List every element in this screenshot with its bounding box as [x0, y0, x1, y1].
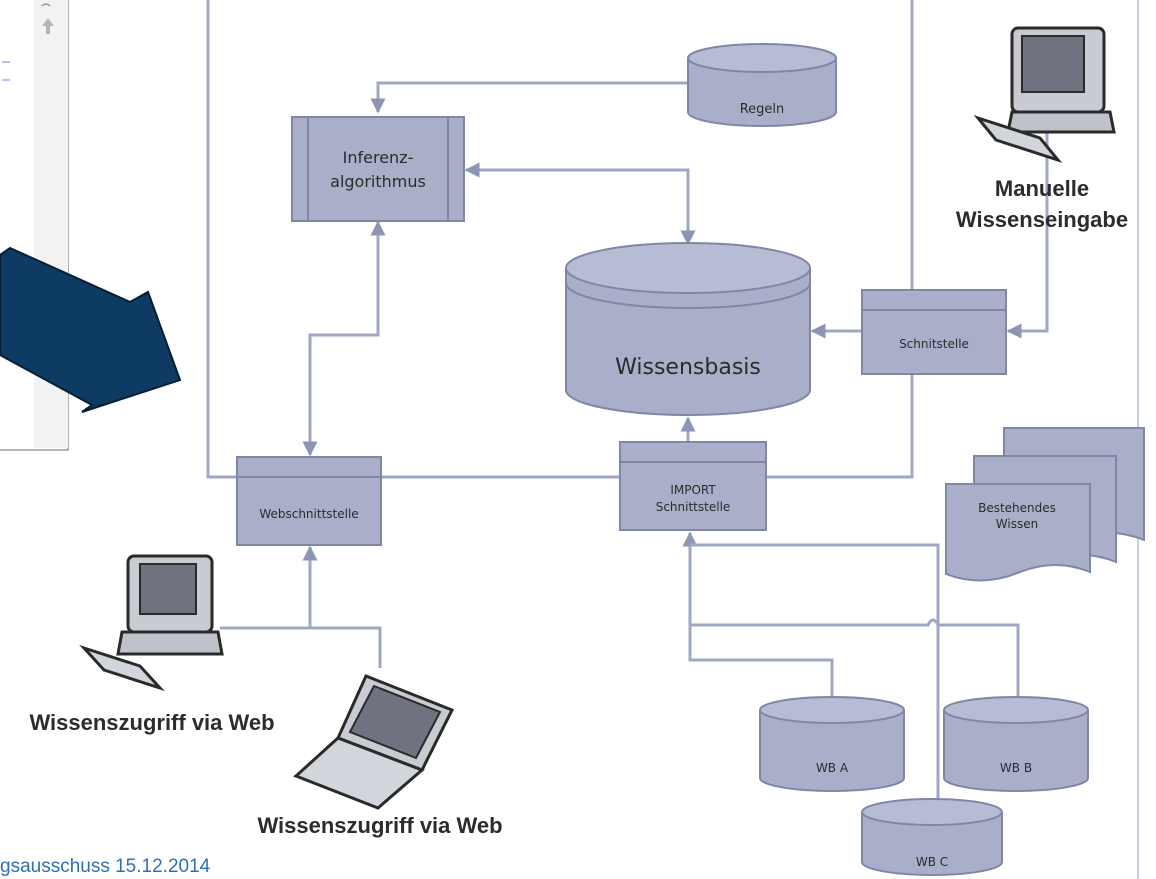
bestehendes-label-line1: Bestehendes	[978, 501, 1056, 515]
manuelle-caption-line2: Wissenseingabe	[956, 207, 1128, 232]
wb-b-cylinder: WB B	[943, 696, 1089, 792]
wb-b-label: WB B	[1000, 761, 1032, 775]
web-access-laptop-caption: Wissenszugriff via Web	[257, 813, 502, 838]
manuelle-caption-line1: Manuelle	[995, 176, 1089, 201]
desktop-computer-icon	[79, 554, 224, 692]
wb-a-cylinder: WB A	[759, 696, 905, 792]
link-icon[interactable]	[41, 3, 51, 7]
laptop-icon	[293, 674, 455, 810]
flow-arrow	[0, 246, 182, 413]
footer-text: gsausschuss 15.12.2014	[0, 856, 211, 877]
inferenz-box: Inferenz- algorithmus	[291, 116, 465, 222]
connectors	[206, 0, 1139, 879]
wissensbasis-cylinder: Wissensbasis	[565, 242, 811, 416]
arrow-up-icon[interactable]	[42, 18, 54, 34]
wb-a-label: WB A	[816, 761, 849, 775]
regeln-label: Regeln	[740, 102, 785, 117]
wb-c-cylinder: WB C	[861, 798, 1003, 876]
inferenz-label-line2: algorithmus	[330, 172, 426, 191]
schnitstelle-box: Schnitstelle	[861, 289, 1007, 375]
import-label-line2: Schnittstelle	[656, 500, 731, 514]
bestehendes-label-line2: Wissen	[996, 517, 1038, 531]
import-label-line1: IMPORT	[670, 483, 716, 497]
import-box: IMPORT Schnittstelle	[619, 441, 767, 531]
desktop-computer-icon	[973, 26, 1116, 163]
wissensbasis-label: Wissensbasis	[615, 355, 761, 380]
regeln-cylinder: Regeln	[687, 43, 837, 127]
inferenz-label-line1: Inferenz-	[343, 148, 414, 167]
webschnittstelle-label: Webschnittstelle	[259, 507, 358, 521]
schnitstelle-label: Schnitstelle	[899, 337, 969, 351]
webschnittstelle-box: Webschnittstelle	[236, 456, 382, 546]
wb-c-label: WB C	[916, 855, 948, 869]
web-access-desktop-caption: Wissenszugriff via Web	[29, 710, 274, 735]
bestehendes-wissen-documents: Bestehendes Wissen	[945, 427, 1145, 582]
